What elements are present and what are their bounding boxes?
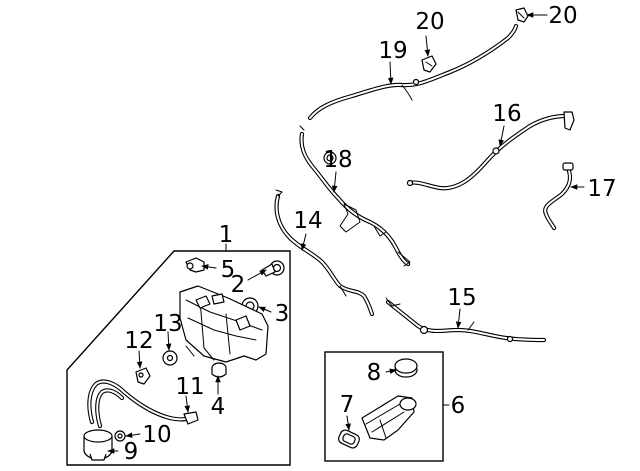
hose-18 [299,125,411,267]
hose-19 [307,23,519,121]
callout-17: 17 [587,176,616,202]
callout-12: 12 [124,328,153,354]
callout-19: 19 [378,38,407,64]
hose-16 [406,111,575,191]
hose-17 [543,162,574,231]
assembly-1-outline [66,250,291,466]
connector-20-left [421,55,437,73]
callout-2: 2 [231,272,246,298]
callout-15: 15 [447,285,476,311]
callout-13: 13 [153,311,182,337]
callout-4: 4 [211,394,226,420]
part-10-grommet [114,430,126,442]
part-8-cap [394,358,418,378]
callout-16: 16 [492,101,521,127]
connector-20-right [515,7,529,23]
callout-8: 8 [367,360,382,386]
hose-11 [87,379,199,429]
part-4-seal [211,362,227,378]
callout-7: 7 [340,392,355,418]
callout-14: 14 [293,208,322,234]
callout-9: 9 [124,439,139,465]
filler-neck [361,395,417,441]
part-7-seal [338,429,360,449]
callout-20-left: 20 [415,9,444,35]
callout-6: 6 [451,393,466,419]
leader-lines [107,12,585,454]
assembly-6-box [324,351,444,462]
callout-labels: 1 2 3 4 5 6 7 8 9 10 11 12 13 14 15 16 1… [124,3,617,465]
callout-5: 5 [221,257,236,283]
callout-18: 18 [323,147,352,173]
callout-20-right: 20 [548,3,577,29]
reservoir-tank [179,285,269,363]
hose-14 [274,189,375,317]
part-12-connector [135,367,151,385]
part-5-connector [185,257,205,273]
callout-3: 3 [275,301,290,327]
hose-15 [385,297,547,343]
callout-11: 11 [175,374,204,400]
callout-10: 10 [142,422,171,448]
part-2-bolt [261,260,285,277]
callout-1: 1 [219,222,234,248]
part-13-washer [162,350,178,366]
part-9-pump [83,429,113,461]
